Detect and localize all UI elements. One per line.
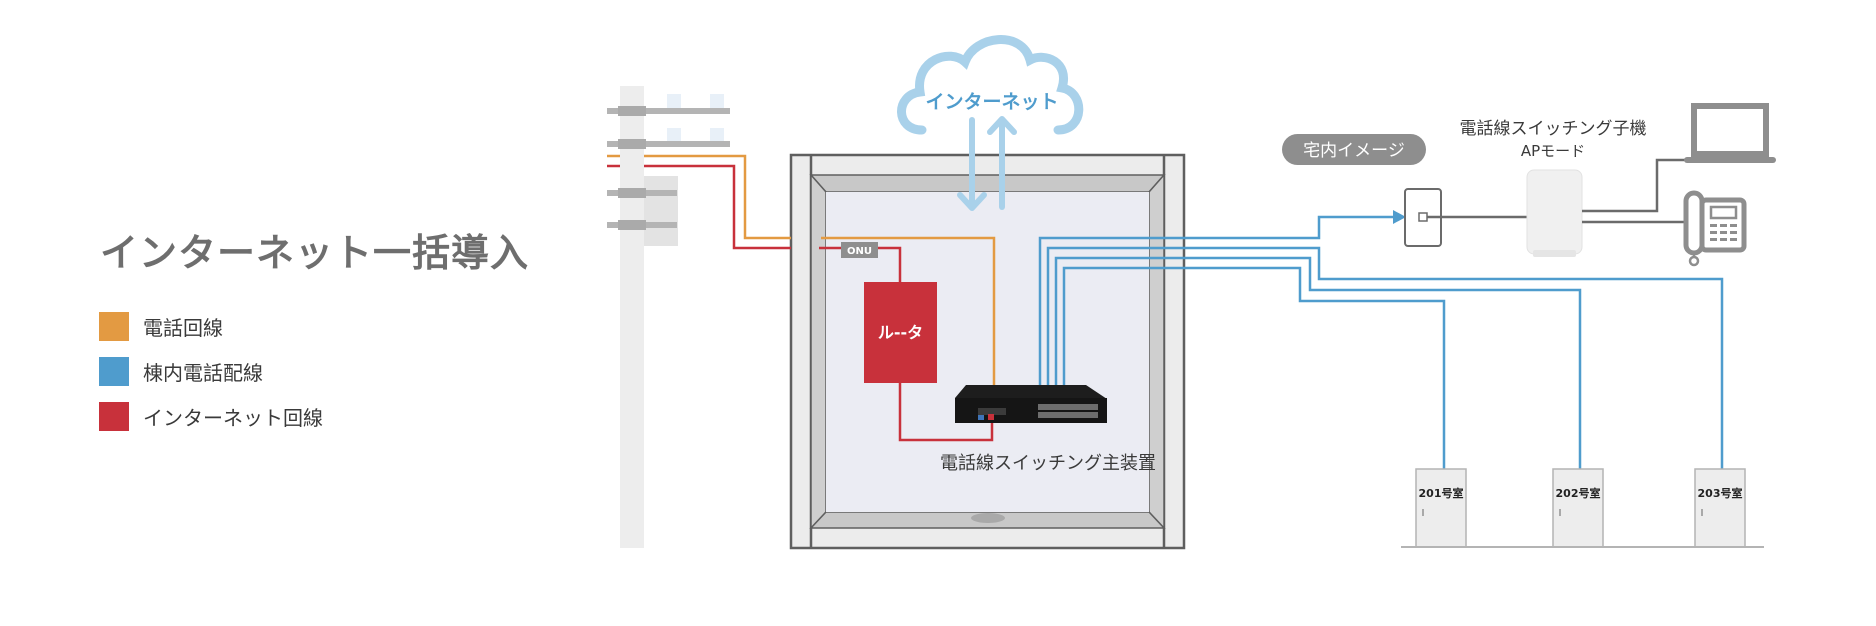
- legend-item-building-wiring: 棟内電話配線: [99, 357, 323, 386]
- telephone-icon: [1683, 190, 1747, 267]
- cloud-label: インターネット: [925, 91, 1058, 113]
- room-label: 201号室: [1419, 486, 1464, 500]
- room-label: 203号室: [1698, 486, 1743, 500]
- room-door-201: 201号室: [1415, 468, 1467, 548]
- legend-item-phone-line: 電話回線: [99, 312, 323, 341]
- diagram-title: インターネット一括導入: [100, 231, 530, 275]
- legend-label: インターネット回線: [143, 406, 323, 430]
- internet-line: [607, 164, 994, 442]
- legend-swatch-internet-line: [99, 402, 129, 431]
- building-room: [789, 153, 1186, 550]
- legend-swatch-phone-line: [99, 312, 129, 341]
- ap-mode-label: APモード: [1521, 142, 1585, 160]
- access-point-icon: [1526, 169, 1583, 257]
- router-label: ル--タ: [878, 323, 923, 342]
- utility-pole-icon: [607, 86, 730, 548]
- room-label: 202号室: [1556, 486, 1601, 500]
- cloud-icon: インターネット: [897, 35, 1084, 135]
- legend-label: 電話回線: [143, 316, 223, 340]
- main-unit-label: 電話線スイッチング主装置: [940, 453, 1156, 474]
- floor-drain: [971, 513, 1005, 523]
- room-door-202: 202号室: [1552, 468, 1604, 548]
- phone-line: [607, 154, 996, 388]
- room-door-203: 203号室: [1694, 468, 1746, 548]
- arrow-head-icon: [1393, 210, 1406, 224]
- indoor-image-label: 宅内イメージ: [1303, 141, 1405, 161]
- main-switching-unit: [955, 385, 1107, 423]
- legend-label: 棟内電話配線: [143, 361, 263, 385]
- legend: 電話回線 棟内電話配線 インターネット回線: [99, 312, 323, 447]
- indoor-image-badge: 宅内イメージ: [1282, 134, 1426, 165]
- onu-label: ONU: [847, 246, 872, 257]
- laptop-icon: [1684, 103, 1776, 163]
- data-flow-arrows: [957, 116, 1017, 211]
- router-device: ル--タ: [864, 282, 937, 383]
- legend-swatch-building-wiring: [99, 357, 129, 386]
- sub-unit-label: 電話線スイッチング子機: [1460, 119, 1647, 139]
- building-wiring: [1038, 210, 1724, 469]
- onu-device: ONU: [841, 242, 878, 258]
- legend-item-internet-line: インターネット回線: [99, 402, 323, 431]
